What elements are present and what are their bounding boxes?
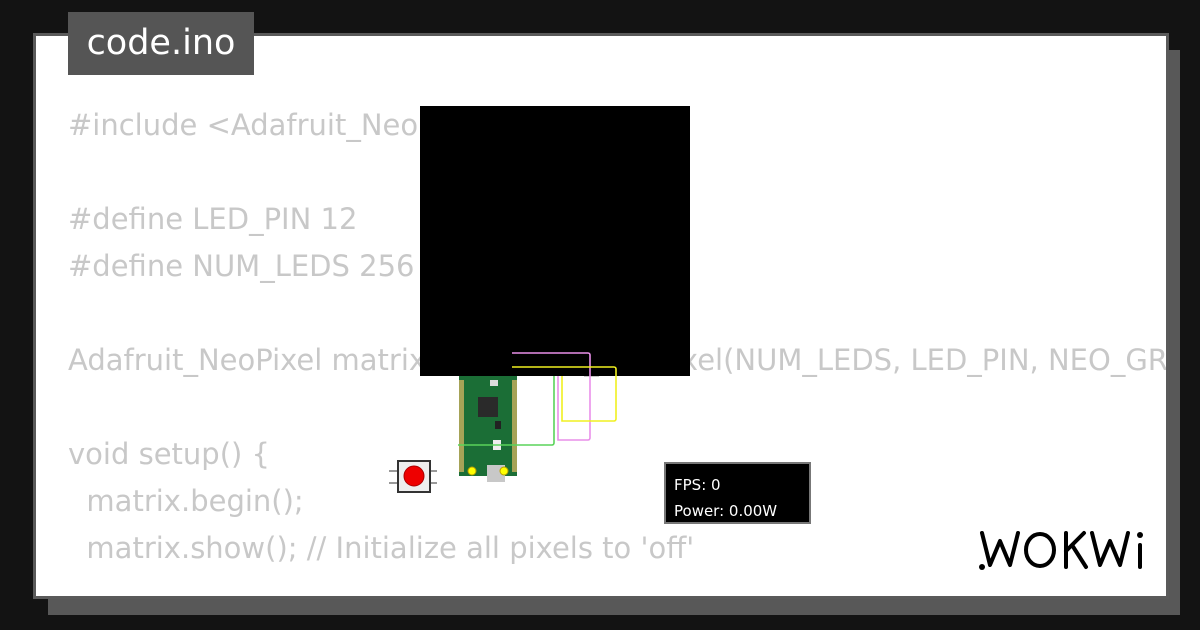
code-line: #define LED_PIN 12 — [68, 202, 358, 236]
code-line: matrix.begin(); — [68, 484, 304, 518]
raspberry-pi-pico[interactable] — [459, 376, 517, 482]
file-tab[interactable]: code.ino — [68, 12, 254, 75]
pushbutton[interactable] — [389, 460, 437, 493]
code-line: void setup() { — [68, 437, 270, 471]
code-line: #define NUM_LEDS 256 — [68, 249, 415, 283]
simulation-stats: FPS: 0 Power: 0.00W — [664, 462, 811, 524]
circuit — [389, 352, 617, 493]
wokwi-logo — [978, 525, 1150, 577]
code-line: matrix.show(); // Initialize all pixels … — [68, 531, 695, 565]
power-readout: Power: 0.00W — [674, 502, 778, 520]
neopixel-matrix[interactable] — [420, 106, 690, 376]
fps-readout: FPS: 0 — [674, 476, 721, 494]
